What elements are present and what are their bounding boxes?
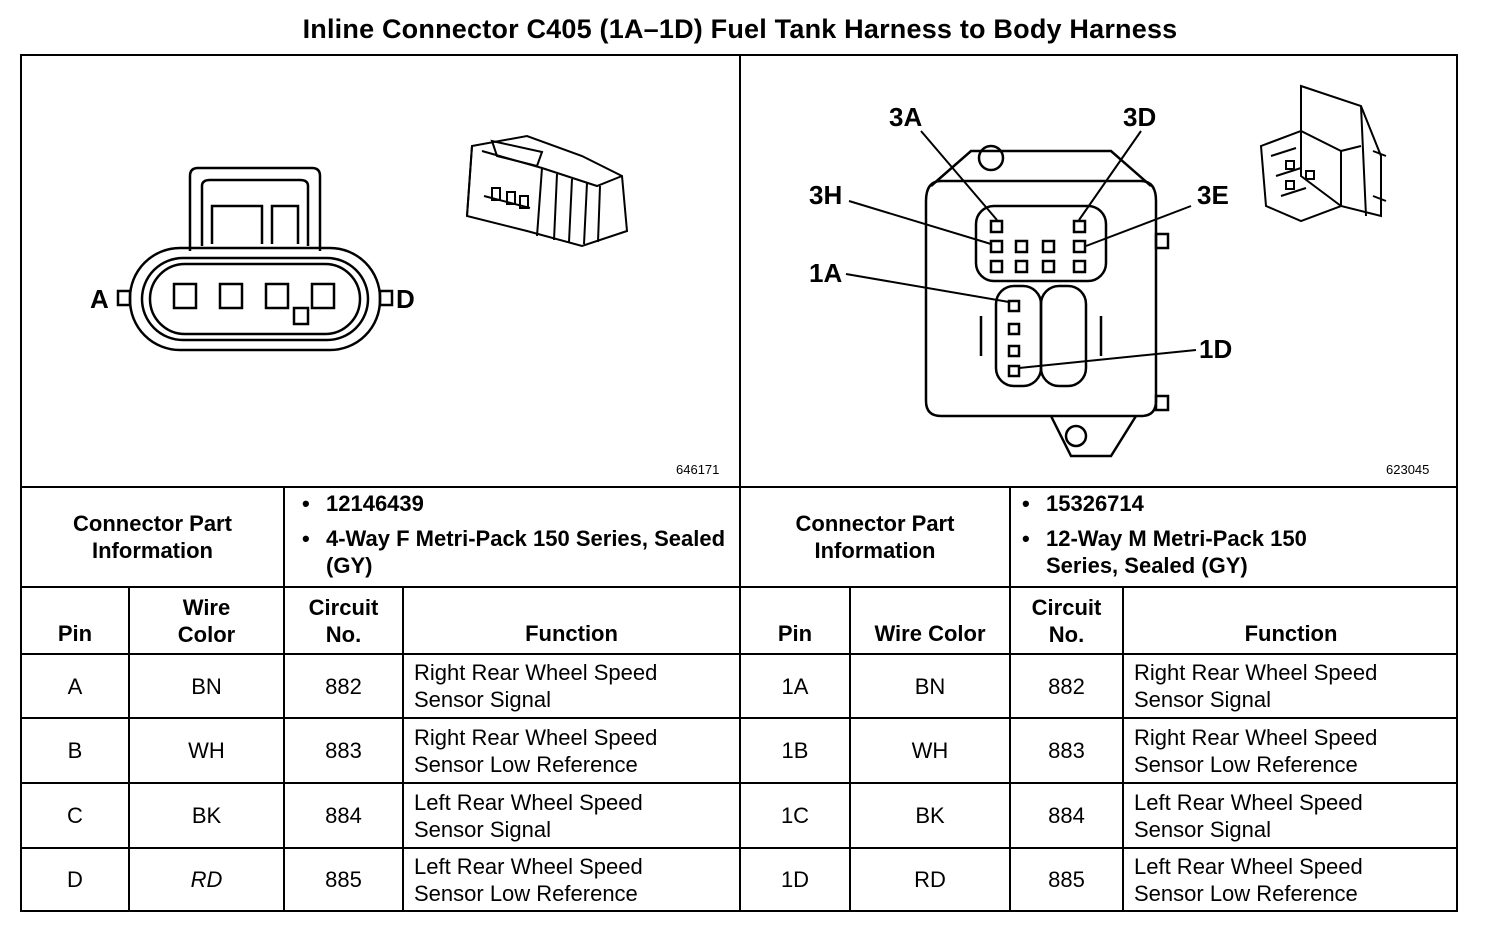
pin-cell: 1D: [780, 867, 810, 892]
right-pin-label-1d: 1D: [1199, 334, 1232, 364]
right-pin-label-3a: 3A: [889, 102, 922, 132]
right-part-info-label: Connector Part Information: [795, 511, 955, 563]
right-header-circuit-no: Circuit No.: [1031, 594, 1102, 647]
right-header-wire-color: Wire Color: [874, 621, 986, 646]
circuit-cell: 883: [1048, 738, 1085, 763]
left-header-function: Function: [525, 621, 618, 646]
left-part-desc: 4-Way F Metri-Pack 150 Series, Sealed (G…: [300, 525, 736, 579]
left-header-circuit-no: Circuit No.: [308, 594, 379, 647]
circuit-cell: 885: [1048, 867, 1085, 892]
right-header-pin: Pin: [777, 621, 813, 646]
pin-cell: A: [67, 673, 83, 699]
pin-cell: 1C: [780, 803, 810, 828]
function-cell: Right Rear Wheel Speed Sensor Low Refere…: [414, 724, 658, 777]
left-header-wire-color: Wire Color: [177, 594, 236, 647]
left-part-number: 12146439: [300, 490, 736, 517]
right-pin-label-1a: 1A: [809, 258, 842, 288]
circuit-cell: 882: [1048, 673, 1085, 699]
row-line-2: [20, 782, 1458, 784]
pin-cell: B: [67, 738, 83, 763]
right-pin-label-3e: 3E: [1197, 180, 1229, 210]
left-header-pin: Pin: [57, 621, 93, 646]
function-cell: Right Rear Wheel Speed Sensor Signal: [414, 660, 658, 712]
wire-color-cell: RD: [914, 867, 946, 892]
right-pin-label-3h: 3H: [809, 180, 842, 210]
left-figure-id: 646171: [676, 462, 720, 477]
pin-cell: 1A: [781, 673, 809, 699]
circuit-cell: 885: [325, 867, 362, 892]
left-part-info-label: Connector Part Information: [73, 511, 232, 563]
page-title: Inline Connector C405 (1A–1D) Fuel Tank …: [302, 14, 1178, 44]
right-header-function: Function: [1244, 621, 1338, 646]
partinfo-bottom-line: [20, 586, 1458, 588]
pin-cell: 1B: [781, 738, 809, 763]
function-cell: Left Rear Wheel Speed Sensor Low Referen…: [414, 853, 643, 906]
left-pin-label-d: D: [396, 284, 415, 314]
function-cell: Left Rear Wheel Speed Sensor Signal: [1134, 789, 1363, 842]
wire-color-cell: BK: [915, 803, 945, 828]
wire-color-cell: RD: [190, 867, 223, 892]
left-connector-iso-sketch: [465, 134, 629, 248]
pin-cell: D: [67, 867, 83, 892]
function-cell: Left Rear Wheel Speed Sensor Low Referen…: [1134, 853, 1363, 906]
function-cell: Right Rear Wheel Speed Sensor Low Refere…: [1134, 724, 1378, 777]
circuit-cell: 883: [325, 738, 362, 763]
wire-color-cell: BN: [191, 673, 222, 699]
wire-color-cell: WH: [188, 738, 225, 763]
right-pin-label-3d: 3D: [1123, 102, 1156, 132]
center-divider: [739, 54, 741, 912]
right-part-desc: 12-Way M Metri-Pack 150 Series, Sealed (…: [1020, 525, 1346, 579]
circuit-cell: 884: [325, 803, 362, 828]
left-pin-label-a: A: [90, 284, 109, 314]
pin-cell: C: [67, 803, 83, 828]
left-part-info: 12146439 4-Way F Metri-Pack 150 Series, …: [300, 490, 736, 586]
right-part-number: 15326714: [1020, 490, 1346, 517]
figure-bottom-line: [20, 486, 1458, 488]
function-cell: Right Rear Wheel Speed Sensor Signal: [1134, 660, 1378, 712]
header-bottom-line: [20, 653, 1458, 655]
left-connector-figure: A D: [90, 134, 629, 352]
circuit-cell: 884: [1048, 803, 1085, 828]
wire-color-cell: WH: [911, 738, 949, 763]
row-line-3: [20, 847, 1458, 849]
right-part-info: 15326714 12-Way M Metri-Pack 150 Series,…: [1020, 490, 1450, 586]
right-figure-id: 623045: [1386, 462, 1430, 477]
circuit-cell: 882: [325, 673, 362, 699]
right-connector-figure: 3A 3D 3H 3E 1A 1D: [809, 84, 1387, 458]
wire-color-cell: BN: [914, 673, 946, 699]
row-line-1: [20, 717, 1458, 719]
wire-color-cell: BK: [191, 803, 222, 828]
function-cell: Left Rear Wheel Speed Sensor Signal: [414, 789, 643, 842]
right-connector-iso-sketch: [1259, 84, 1387, 223]
